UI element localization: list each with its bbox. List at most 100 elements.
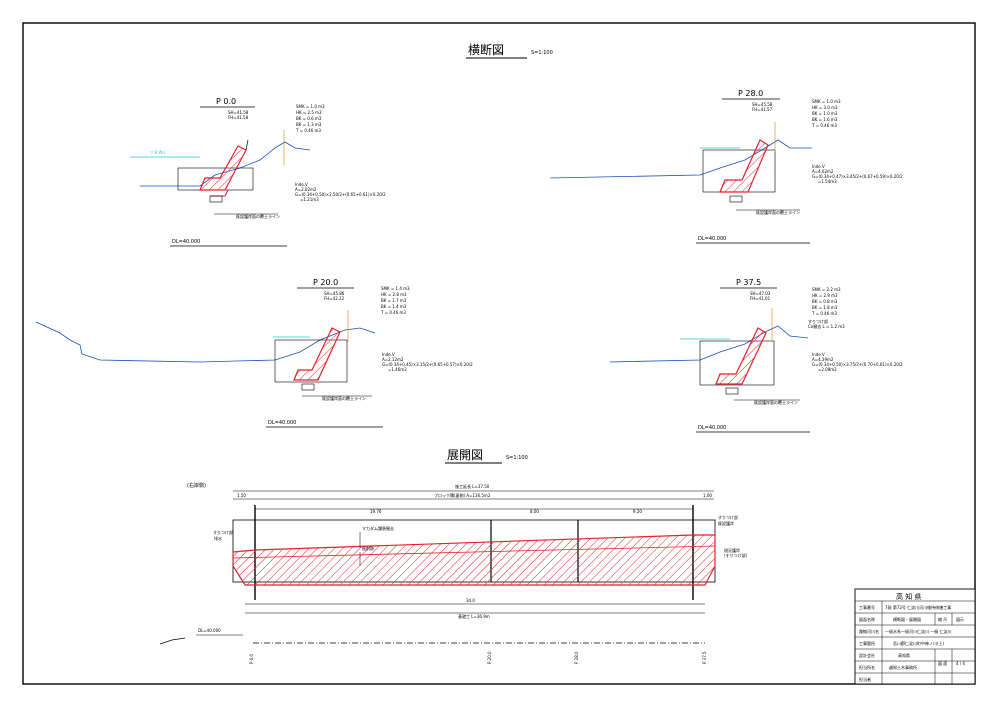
section-p00-structure <box>199 145 247 191</box>
section-p00: P 0.0 SH=41.58 FH=41.58 SMK = 1.0 m3 HK … <box>130 97 386 247</box>
section-p375-name: P 37.5 <box>736 278 761 287</box>
section-p375-sub1: SH=47.03 <box>750 291 771 296</box>
tb-value-5: 越知土木事務所 <box>889 664 917 670</box>
section-p00-note4: =1.21m3 <box>300 197 319 202</box>
svg-text:SMK = 2.2 m3: SMK = 2.2 m3 <box>812 287 841 292</box>
section-p28-note4: =1.54m3 <box>818 179 837 184</box>
svg-text:T = 0.46 m3: T = 0.46 m3 <box>295 128 321 133</box>
svg-text:▽ H.W.L: ▽ H.W.L <box>150 150 166 155</box>
station-p20: P 20.0 <box>487 651 492 664</box>
svg-text:T = 0.46 m3: T = 0.46 m3 <box>811 123 837 128</box>
section-p20-label: 既設護岸面の覆土ライン <box>322 395 366 401</box>
cross-section-heading: 横断図 <box>468 42 504 57</box>
station-p375: P 37.5 <box>702 651 707 664</box>
section-p375-extra1: すりつけ部 <box>808 318 828 324</box>
section-p28-structure <box>719 139 769 193</box>
section-p00-sub1: SH=41.58 <box>228 110 249 115</box>
section-p375-note2: A=4.39m2 <box>812 357 834 362</box>
section-p00-note3: G=(0.34+0.50)×2.50/2+(0.65+0.61)×0.20/2 <box>295 192 386 197</box>
dev-label-b: 排水 <box>214 535 222 541</box>
dev-block-length: ブロック積(裏側) A=136.5m2 <box>434 492 491 498</box>
tb-label-2: 路線河川名 <box>859 628 879 634</box>
cross-section-scale: S=1:100 <box>531 50 553 56</box>
dev-seg3: 9.20 <box>633 509 642 514</box>
section-p375-ground <box>609 325 809 363</box>
tb-label-4: 設計会社 <box>859 652 875 658</box>
cross-section-title: 横断図 S=1:100 <box>466 42 553 59</box>
development-view: (右岸側) 施工延長 L=37.50 ブロック積(裏側) A=136.5m2 1… <box>159 482 748 665</box>
svg-text:BK = 1.8 m3: BK = 1.8 m3 <box>812 305 838 310</box>
tb-label-0: 工事番号 <box>859 604 875 610</box>
dev-note-mid2: 掘削跡 <box>362 545 374 551</box>
development-scale: S=1:100 <box>506 455 528 461</box>
svg-text:BK = 1.7 m3: BK = 1.7 m3 <box>381 298 407 303</box>
tb-value-1: 横断図・展開図 <box>893 616 921 622</box>
section-p20-volumes: SMK = 1.4 m3 HK = 2.8 m3 BK = 1.7 m3 BK … <box>380 286 410 315</box>
section-p375-volumes: SMK = 2.2 m3 HK = 2.9 m3 BK = 0.8 m3 BK … <box>811 287 841 316</box>
dev-bottom2: 基礎工 L=36.9m <box>458 613 490 619</box>
section-p20-note1: Inde.V <box>382 352 395 357</box>
svg-text:HK = 3.0 m3: HK = 3.0 m3 <box>812 105 838 110</box>
tb-label-5: 担当所名 <box>859 664 875 670</box>
section-p28: P 28.0 SH=45.58 FH=41.57 SMK = 1.0 m3 HK… <box>549 89 903 244</box>
section-p375-sub2: FH=41.01 <box>750 296 771 301</box>
dev-dim-right: 1.00 <box>703 493 712 498</box>
section-p20-note2: A=2.12m2 <box>382 357 404 362</box>
svg-text:HK = 2.9 m3: HK = 2.9 m3 <box>812 293 838 298</box>
section-p28-note1: Inde.V <box>812 164 825 169</box>
development-title: 展開図 S=1:100 <box>445 448 528 464</box>
development-side-label: (右岸側) <box>187 482 206 489</box>
dev-dl: DL=40.000 <box>198 628 221 633</box>
dev-seg2: 8.00 <box>530 509 539 514</box>
dev-dim-left: 1.50 <box>237 493 246 498</box>
svg-text:HK = 2.8 m3: HK = 2.8 m3 <box>381 292 407 297</box>
section-p00-label: 既設護岸面の覆土ライン <box>236 213 280 219</box>
dev-seg1: 19.76 <box>370 509 382 514</box>
svg-text:T = 0.46 m3: T = 0.46 m3 <box>380 310 406 315</box>
svg-text:BK = 1.3 m3: BK = 1.3 m3 <box>296 122 322 127</box>
section-p00-note2: A=2.02m2 <box>295 187 317 192</box>
section-p20-sub2: FH=42.22 <box>324 296 345 301</box>
section-p28-label: 既設護岸面の覆土ライン <box>756 209 800 215</box>
dev-label-right-a: すりつけ部 <box>718 514 738 520</box>
tb-label-3: 工事箇所 <box>859 640 875 646</box>
tb-value-4: 高知県 <box>898 652 910 658</box>
tb-label-6: 担当者 <box>859 676 871 682</box>
section-p375-structure <box>715 327 767 385</box>
section-p28-note3: G=(0.34+0.47)×3.45/2+(0.67+0.59)×0.20/2 <box>812 174 903 179</box>
tb-extra-label-5: 図 面 <box>938 661 947 666</box>
section-p28-sub2: FH=41.57 <box>752 107 773 112</box>
section-p28-name: P 28.0 <box>738 89 763 98</box>
title-block: 高 知 県 工事番号 7発 第72号 仁淀川河川維持修繕工事 図面名称 横断図・… <box>854 588 976 685</box>
section-p00-sub2: FH=41.58 <box>228 115 249 120</box>
section-p375-dl: DL=40.000 <box>698 425 726 431</box>
section-p28-dl: DL=40.000 <box>698 236 726 242</box>
section-p20-note4: =1.46m3 <box>388 367 407 372</box>
section-p375-note4: =2.09m2 <box>818 367 837 372</box>
svg-text:SMK = 1.4 m3: SMK = 1.4 m3 <box>381 286 410 291</box>
dev-label-right-c: 現況護岸 <box>724 547 740 553</box>
tb-extra-value-5: 4 / 4 <box>956 661 965 666</box>
station-p00: P 0.0 <box>249 654 254 665</box>
section-p00-volumes: SMK = 1.0 m3 HK = 2.5 m3 BK = 0.6 m3 BK … <box>295 104 325 133</box>
svg-text:SMK = 1.0 m3: SMK = 1.0 m3 <box>812 99 841 104</box>
section-p375-extra2: Co撤去 L = 1.2 m3 <box>808 323 845 329</box>
title-block-prefecture: 高 知 県 <box>896 592 921 601</box>
section-p375-note3: G=(0.34+0.50)×3.75/2+(0.70+0.61)×0.20/2 <box>812 362 903 367</box>
section-p375: P 37.5 SH=47.03 FH=41.01 SMK = 2.2 m3 HK… <box>609 278 903 433</box>
section-p20-sub1: SH=45.86 <box>324 291 345 296</box>
dev-label-right-b: 既設護岸 <box>718 520 734 526</box>
svg-text:BK = 1.6 m3: BK = 1.6 m3 <box>812 117 838 122</box>
svg-text:BK = 0.8 m3: BK = 0.8 m3 <box>812 299 838 304</box>
section-p20: P 20.0 SH=45.86 FH=42.22 SMK = 1.4 m3 HK… <box>35 278 473 428</box>
tb-label-1: 図面名称 <box>859 616 875 622</box>
section-p20-name: P 20.0 <box>313 278 338 287</box>
section-p28-sub1: SH=45.58 <box>752 102 773 107</box>
section-p20-dl: DL=40.000 <box>268 420 296 426</box>
dev-label-right-d: (すりつけ部) <box>724 552 748 558</box>
svg-text:BK = 0.6 m3: BK = 0.6 m3 <box>296 116 322 121</box>
section-p28-volumes: SMK = 1.0 m3 HK = 3.0 m3 BK = 1.0 m3 BK … <box>811 99 841 128</box>
station-p28: P 28.0 <box>574 651 579 664</box>
section-p00-dl: DL=40.000 <box>172 239 200 245</box>
